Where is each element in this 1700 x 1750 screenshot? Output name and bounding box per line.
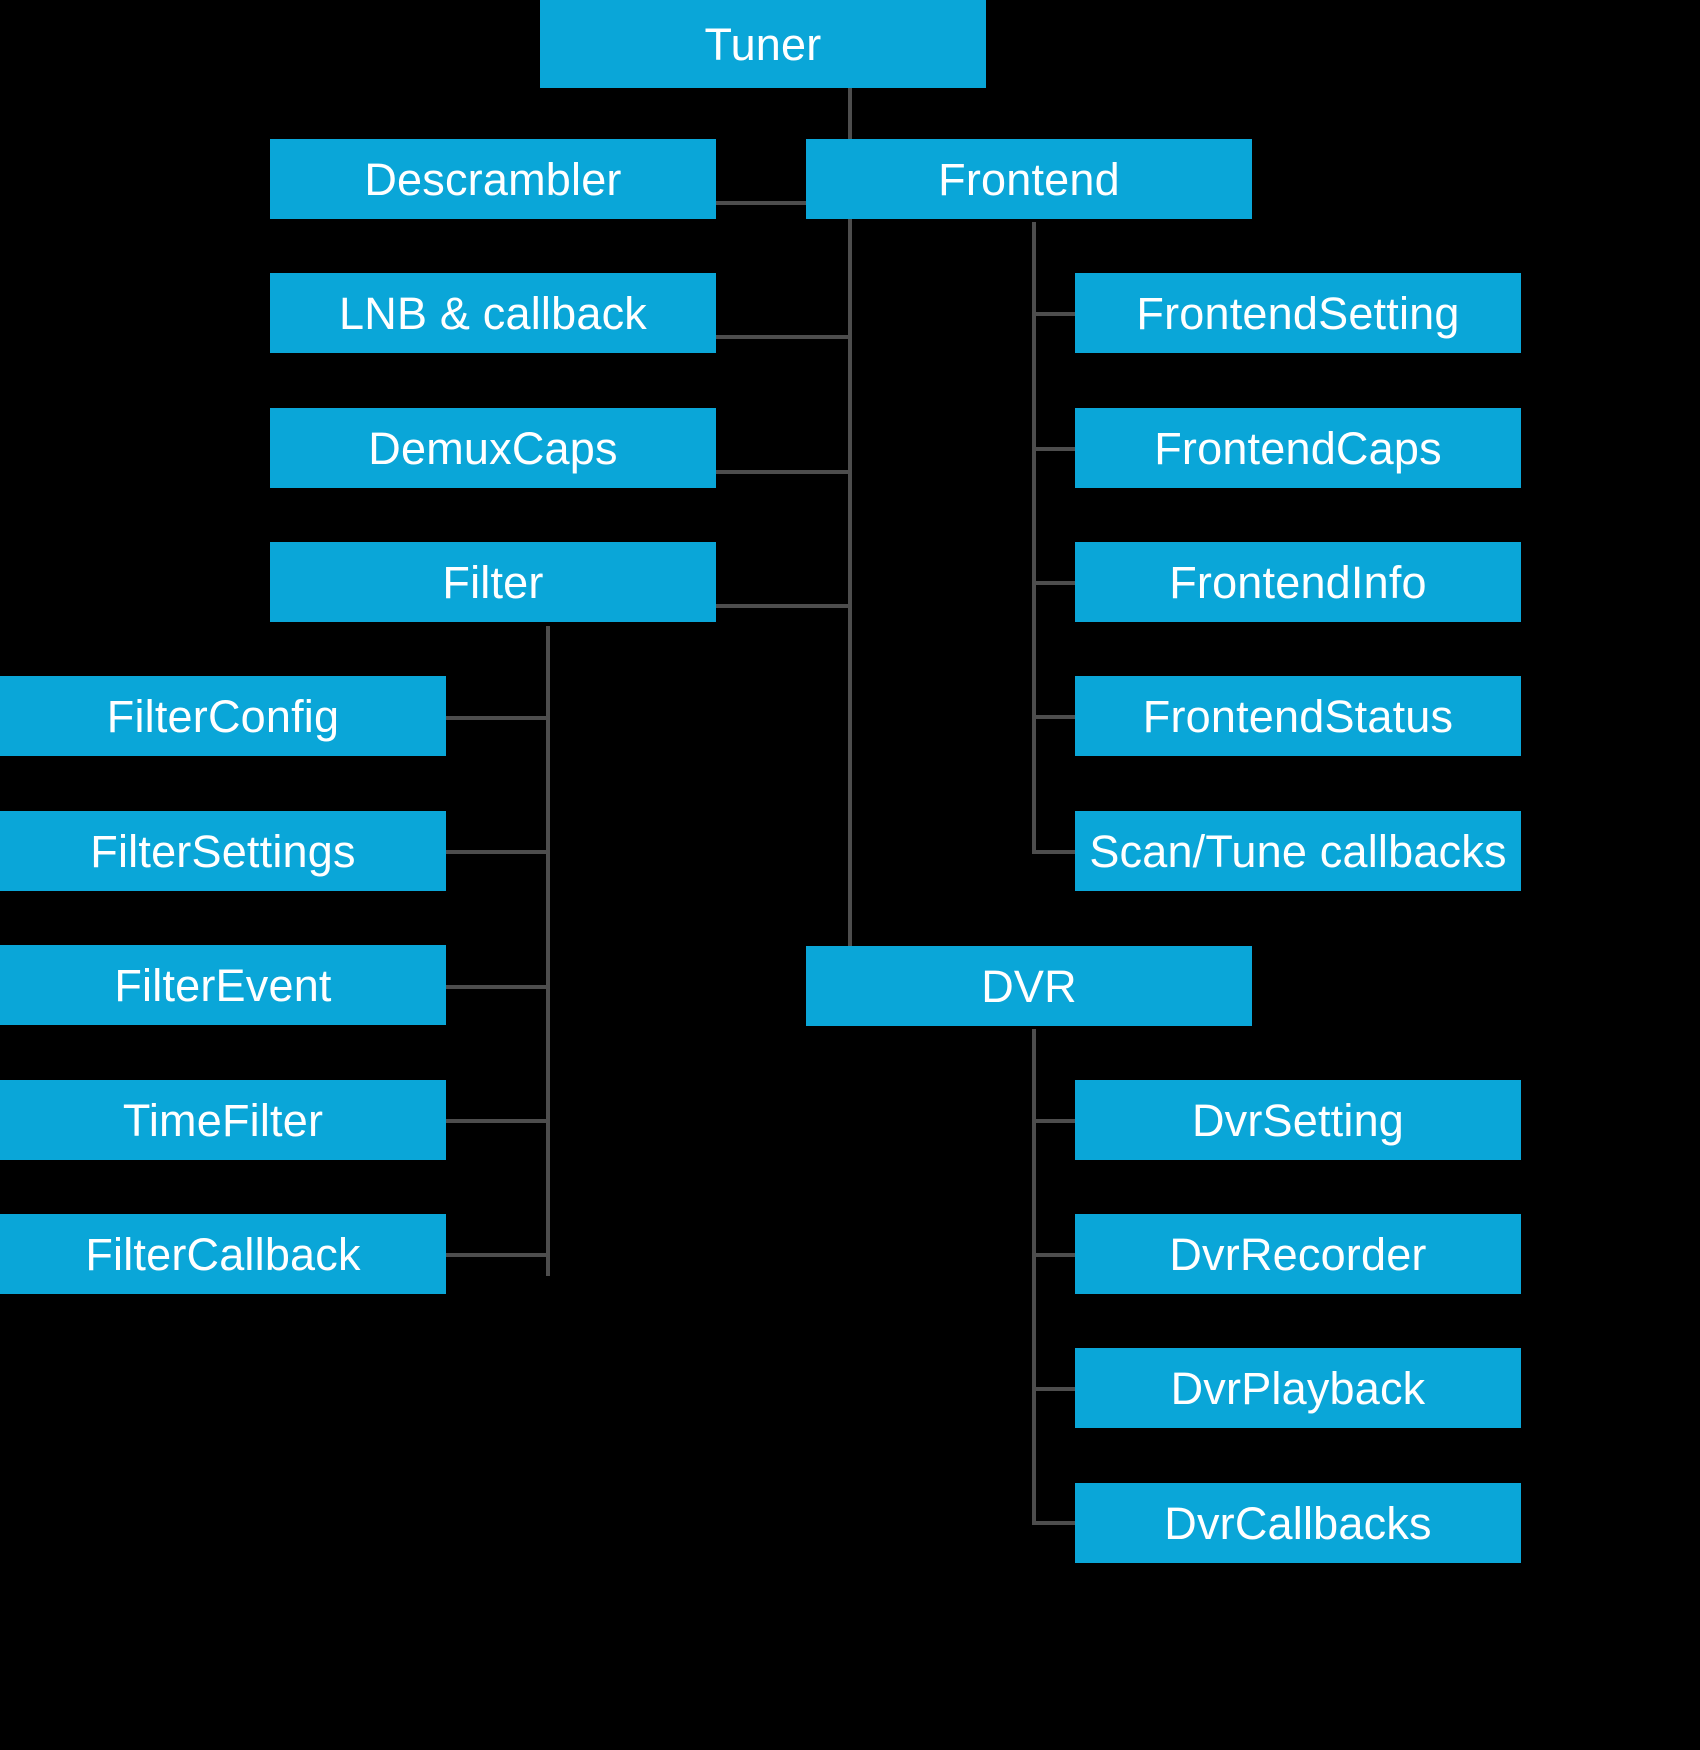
node-frontendcaps[interactable]: FrontendCaps (1075, 408, 1521, 488)
connector-filter-child-5 (446, 1253, 550, 1257)
connector-dvr-child-2 (1032, 1253, 1077, 1257)
connector-frontend-child-5 (1032, 850, 1077, 854)
connector-frontend-child-4 (1032, 715, 1077, 719)
node-dvrplayback[interactable]: DvrPlayback (1075, 1348, 1521, 1428)
connector-filter-child-4 (446, 1119, 550, 1123)
node-frontendstatus[interactable]: FrontendStatus (1075, 676, 1521, 756)
connector-filter-child-3 (446, 985, 550, 989)
node-filterevent[interactable]: FilterEvent (0, 945, 446, 1025)
connector-filter-child-2 (446, 850, 550, 854)
node-dvr[interactable]: DVR (806, 946, 1252, 1026)
node-dvrcallbacks[interactable]: DvrCallbacks (1075, 1483, 1521, 1563)
node-frontendsetting[interactable]: FrontendSetting (1075, 273, 1521, 353)
node-descrambler[interactable]: Descrambler (270, 139, 716, 219)
node-frontendinfo[interactable]: FrontendInfo (1075, 542, 1521, 622)
connector-dvr-child-1 (1032, 1119, 1077, 1123)
node-dvrrecorder[interactable]: DvrRecorder (1075, 1214, 1521, 1294)
connector-tuner-demuxcaps (716, 470, 850, 474)
node-filtercallback[interactable]: FilterCallback (0, 1214, 446, 1294)
connector-frontend-spine (1032, 222, 1036, 854)
node-filter[interactable]: Filter (270, 542, 716, 622)
connector-frontend-child-3 (1032, 581, 1077, 585)
connector-frontend-child-2 (1032, 447, 1077, 451)
node-filtersettings[interactable]: FilterSettings (0, 811, 446, 891)
connector-dvr-child-3 (1032, 1387, 1077, 1391)
connector-frontend-child-1 (1032, 312, 1077, 316)
connector-tuner-spine (848, 88, 852, 988)
connector-dvr-spine (1032, 1029, 1036, 1525)
node-lnb-callback[interactable]: LNB & callback (270, 273, 716, 353)
connector-tuner-filter (716, 604, 850, 608)
node-demuxcaps[interactable]: DemuxCaps (270, 408, 716, 488)
node-tuner[interactable]: Tuner (540, 0, 986, 88)
connector-dvr-child-4 (1032, 1521, 1077, 1525)
connector-filter-spine (546, 626, 550, 1276)
node-filterconfig[interactable]: FilterConfig (0, 676, 446, 756)
node-scan-tune-callbacks[interactable]: Scan/Tune callbacks (1075, 811, 1521, 891)
node-dvrsetting[interactable]: DvrSetting (1075, 1080, 1521, 1160)
connector-tuner-lnb (716, 335, 850, 339)
node-timefilter[interactable]: TimeFilter (0, 1080, 446, 1160)
connector-tuner-row1-left (716, 201, 850, 205)
connector-filter-child-1 (446, 716, 550, 720)
node-frontend[interactable]: Frontend (806, 139, 1252, 219)
